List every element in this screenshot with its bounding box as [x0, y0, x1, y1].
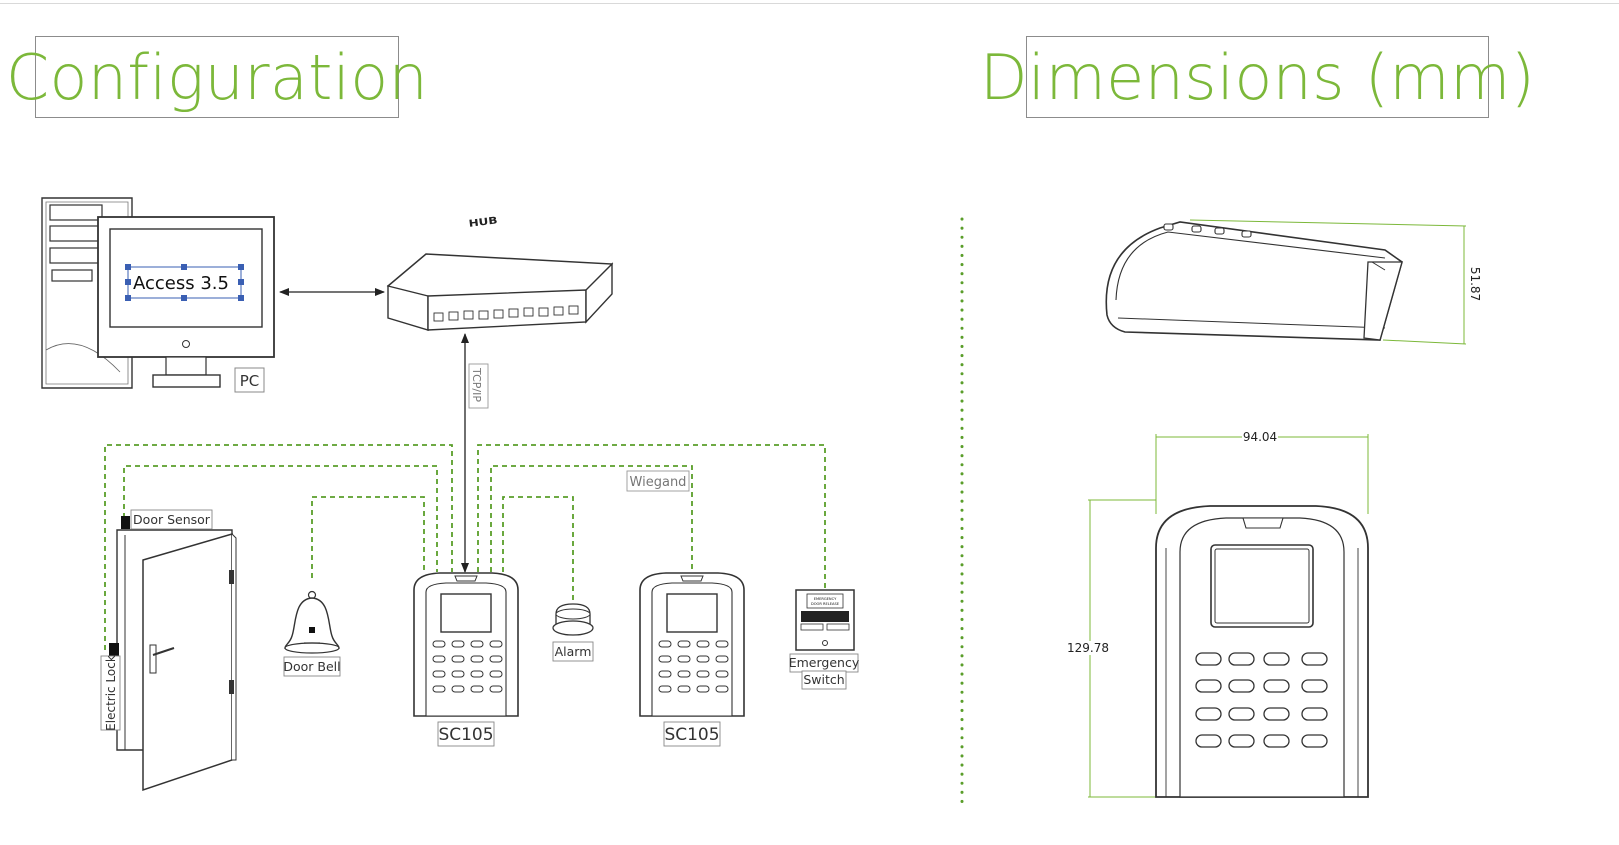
height-dimension: 129.78	[1067, 641, 1109, 655]
door-bell-label: Door Bell	[283, 659, 340, 674]
tcpip-label: TCP/IP	[470, 367, 483, 402]
wire-wiegand	[490, 465, 693, 572]
width-dimension: 94.04	[1243, 430, 1277, 444]
wire-door-sensor	[123, 465, 438, 572]
door-bell-label-box: Door Bell	[283, 656, 341, 677]
emergency-label-line2: Switch	[803, 672, 844, 687]
pc-label: PC	[240, 372, 260, 390]
tcpip-label-box: TCP/IP	[468, 363, 489, 409]
wire-alarm	[502, 496, 574, 600]
side-view-drawing: 51.87	[1105, 219, 1482, 345]
emergency-switch: EMERGENCY DOOR RELEASE	[795, 589, 855, 651]
reader-2-label-box: SC105	[663, 721, 721, 747]
emergency-sign-line2: DOOR RELEASE	[811, 602, 840, 606]
electric-lock-label-box: Electric Lock	[100, 655, 121, 731]
depth-dimension: 51.87	[1468, 267, 1482, 301]
reader-1-label-box: SC105	[437, 721, 495, 747]
wire-emergency-switch	[477, 444, 826, 588]
alarm	[552, 603, 594, 636]
emergency-label-box: Emergency Switch	[789, 653, 860, 690]
sc105-reader-2	[639, 572, 745, 717]
wiegand-label: Wiegand	[630, 475, 687, 490]
dimensions-title-box: Dimensions (mm)	[979, 36, 1536, 118]
configuration-title-box: Configuration	[5, 36, 429, 118]
emergency-sign-line1: EMERGENCY	[814, 597, 837, 601]
pc-monitor	[97, 216, 275, 388]
pc-label-box: PC	[234, 367, 265, 393]
electric-lock-label: Electric Lock	[104, 655, 118, 731]
configuration-title: Configuration	[5, 40, 429, 114]
door	[109, 516, 237, 792]
electric-lock-device	[109, 643, 119, 657]
network-hub: HUB	[386, 215, 614, 331]
wire-electric-lock	[104, 444, 453, 650]
software-selection: Access 3.5	[125, 264, 244, 301]
sc105-reader-1	[413, 572, 519, 717]
reader-1-label: SC105	[438, 725, 493, 745]
alarm-label: Alarm	[555, 644, 592, 659]
software-label: Access 3.5	[133, 273, 229, 294]
reader-2-label: SC105	[664, 725, 719, 745]
wire-door-bell	[311, 496, 425, 578]
door-sensor-label-box: Door Sensor	[130, 509, 213, 530]
door-sensor-label: Door Sensor	[133, 512, 211, 527]
wiegand-label-box: Wiegand	[626, 470, 690, 492]
top-divider	[0, 3, 1619, 4]
front-view-drawing: 94.04 129.78	[1067, 430, 1369, 798]
door-sensor-device	[121, 516, 130, 529]
hub-label: HUB	[468, 215, 498, 230]
alarm-label-box: Alarm	[552, 641, 594, 662]
door-bell	[284, 590, 340, 654]
emergency-label-line1: Emergency	[789, 655, 860, 670]
dimensions-title: Dimensions (mm)	[979, 40, 1536, 114]
wiring	[104, 444, 826, 650]
